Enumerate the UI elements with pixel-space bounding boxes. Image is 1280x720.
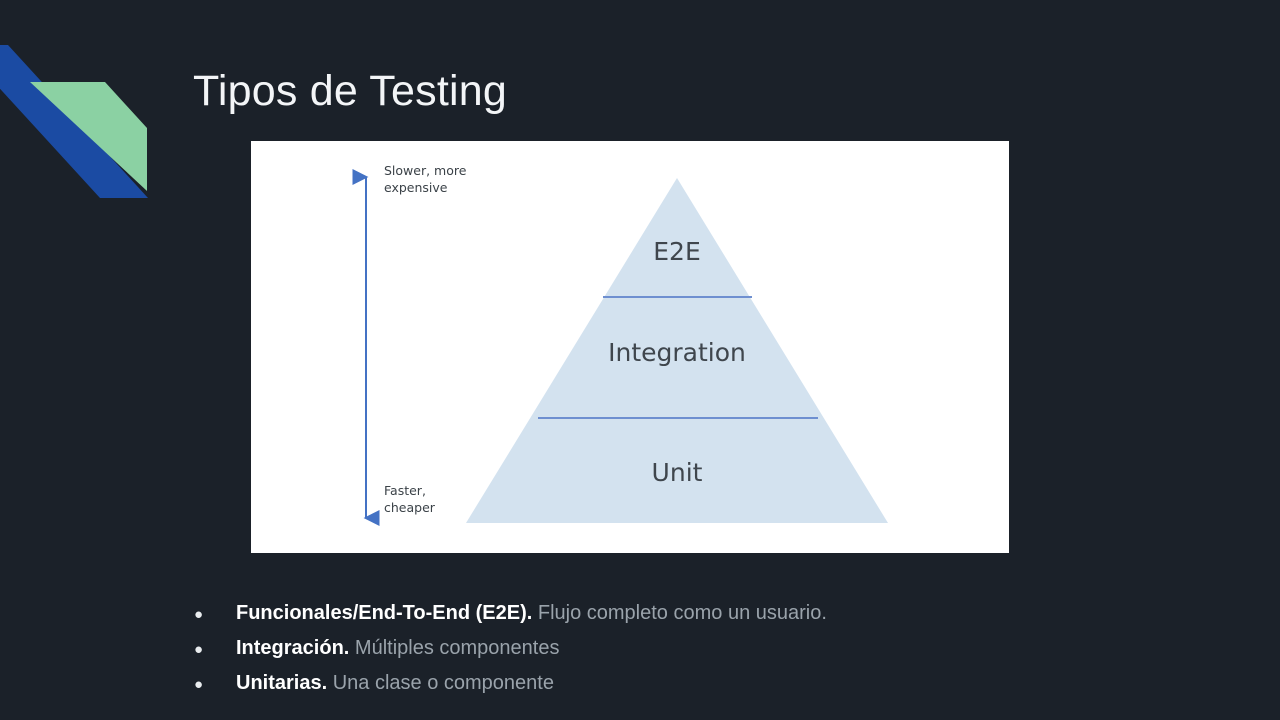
list-item-strong: Unitarias.: [236, 672, 328, 694]
list-item-text: Integración. Múltiples componentes: [236, 634, 1186, 663]
list-item-description: Múltiples componentes: [349, 637, 560, 659]
bullet-point-icon: ●: [194, 641, 204, 658]
axis-top-label: Slower, more expensive: [384, 163, 467, 195]
testing-pyramid-image: Slower, more expensive Faster, cheaper E…: [251, 141, 1009, 553]
page-title: Tipos de Testing: [193, 67, 507, 115]
bullet-list: ● Funcionales/End-To-End (E2E). Flujo co…: [186, 599, 1186, 704]
list-item-description: Una clase o componente: [327, 672, 554, 694]
pyramid-tier-unit: Unit: [651, 458, 703, 487]
list-item: ● Integración. Múltiples componentes: [186, 634, 1186, 663]
pyramid-tier-e2e: E2E: [653, 237, 701, 266]
decorative-corner-shapes: [0, 45, 148, 198]
list-item-description: Flujo completo como un usuario.: [532, 602, 827, 624]
list-item-text: Funcionales/End-To-End (E2E). Flujo comp…: [236, 599, 1186, 628]
bullet-point-icon: ●: [194, 676, 204, 693]
pyramid-graphic: [352, 169, 888, 526]
list-item: ● Unitarias. Una clase o componente: [186, 669, 1186, 698]
pyramid-tier-integration: Integration: [608, 338, 746, 367]
list-item-strong: Integración.: [236, 637, 350, 659]
list-item: ● Funcionales/End-To-End (E2E). Flujo co…: [186, 599, 1186, 628]
bullet-point-icon: ●: [194, 606, 204, 623]
list-item-text: Unitarias. Una clase o componente: [236, 669, 1186, 698]
pyramid-shape: [466, 178, 888, 523]
list-item-strong: Funcionales/End-To-End (E2E).: [236, 602, 533, 624]
blue-parallelogram: [0, 45, 148, 198]
green-parallelogram: [30, 82, 147, 191]
axis-bottom-label: Faster, cheaper: [384, 483, 435, 515]
